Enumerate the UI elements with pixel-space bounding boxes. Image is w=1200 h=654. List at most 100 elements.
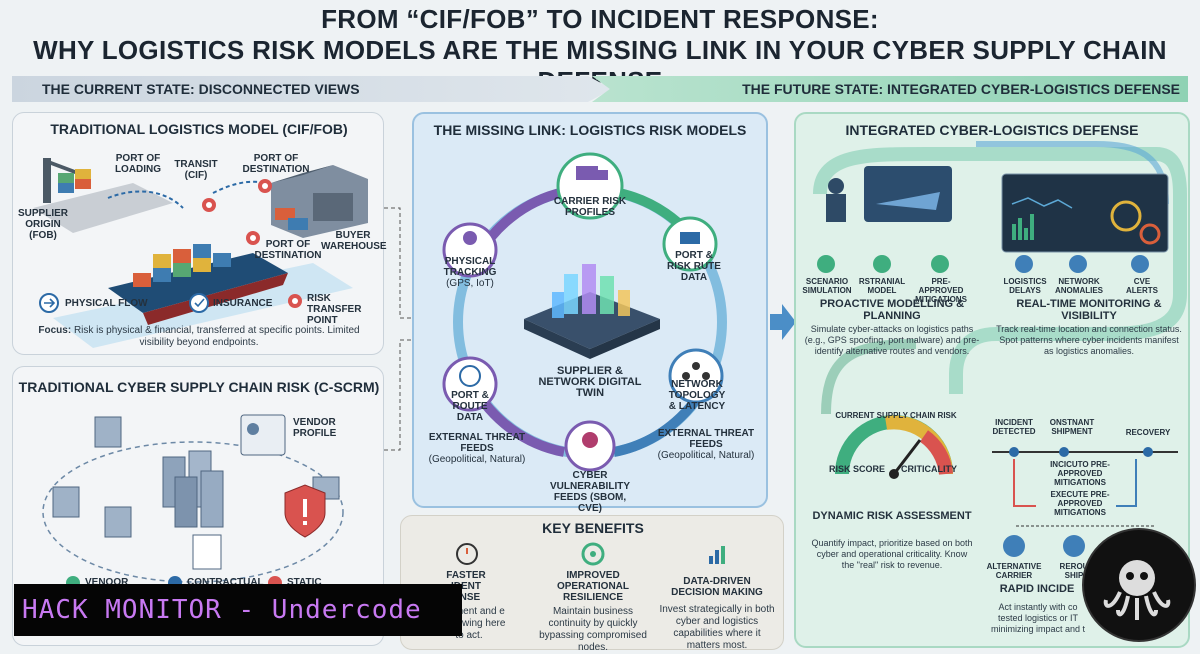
label-threat-left: EXTERNAL THREAT FEEDS(Geopolitical, Natu…	[418, 432, 536, 465]
label-network-topology: NETWORK TOPOLOGY & LATENCY	[668, 379, 726, 412]
logistics-model-heading: TRADITIONAL LOGISTICS MODEL (CIF/FOB)	[50, 121, 348, 137]
current-state-banner: THE CURRENT STATE: DISCONNECTED VIEWS	[12, 76, 612, 102]
integrated-flow	[813, 141, 1187, 557]
containers-origin	[58, 169, 91, 193]
legend-physical-flow: PHYSICAL FLOW	[65, 298, 148, 309]
label-logistics-delays: LOGISTICS DELAYS	[1003, 277, 1047, 295]
label-port-of-loading: PORT OF LOADING	[114, 153, 162, 175]
label-pre-approved: PRE-APPROVED MITIGATIONS	[915, 277, 967, 304]
missing-link-panel: THE MISSING LINK: LOGISTICS RISK MODELS …	[412, 112, 768, 514]
gauge-arc-label: CURRENT SUPPLY CHAIN RISK	[835, 411, 957, 420]
octopus-icon	[1103, 560, 1171, 620]
logistics-focus-note: Focus: Risk is physical & financial, tra…	[31, 325, 367, 349]
hack-monitor-watermark: HACK MONITOR - Undercode	[14, 584, 462, 636]
label-port-route: PORT & ROUTE DATA	[451, 390, 489, 423]
label-digital-twin: SUPPLIER & NETWORK DIGITAL TWIN	[538, 365, 642, 399]
risk-gauge	[835, 415, 953, 479]
key-benefits-heading: KEY BENEFITS	[542, 520, 644, 536]
label-criticality: CRITICALITY	[901, 464, 957, 474]
gear-icon	[581, 542, 605, 566]
label-network-anomalies: NETWORK ANOMALIES	[1055, 277, 1103, 295]
rapid-title: RAPID INCIDE	[999, 583, 1075, 595]
benefit-faster-text: ntainment and e by knowing here to act.	[432, 606, 506, 641]
node-carrier	[556, 152, 624, 220]
label-buyer-warehouse: BUYER WAREHOUSE	[321, 230, 387, 252]
label-physical-tracking: PHYSICAL TRACKING(GPS, IoT)	[440, 256, 500, 289]
label-supplier-origin: SUPPLIER ORIGIN (FOB)	[17, 208, 68, 241]
flow-arrow-icon	[770, 304, 796, 340]
title-line-1: FROM “CIF/FOB” TO INCIDENT RESPONSE:	[321, 4, 879, 34]
dynamic-text: Quantify impact, prioritize based on bot…	[811, 538, 973, 570]
label-vendor-profile: VENDOR PROFILE	[293, 417, 337, 439]
timeline-shipment: ONSTNANT SHIPMENT	[1049, 418, 1095, 436]
label-threat-right: EXTERNAL THREAT FEEDS(Geopolitical, Natu…	[650, 428, 762, 461]
server-cluster-center	[162, 450, 224, 528]
benefit-resilience-title: IMPROVED OPERATIONAL RESILIENCE	[556, 570, 630, 603]
label-alt-carrier: ALTERNATIVE CARRIER	[986, 562, 1042, 580]
threat-right-title: EXTERNAL THREAT FEEDS	[657, 428, 755, 450]
benefit-data-title: DATA-DRIVEN DECISION MAKING	[671, 576, 763, 598]
node-network	[668, 348, 724, 404]
dynamic-title: DYNAMIC RISK ASSESSMENT	[812, 510, 972, 522]
label-contractual: CONTRACTUAL	[187, 577, 264, 588]
benefit-resilience-text: Maintain business continuity by quickly …	[539, 606, 647, 653]
label-static: STATIC	[287, 577, 322, 588]
label-port-destination-mid: PORT OF DESTINATION	[254, 239, 322, 261]
logistics-model-panel: TRADITIONAL LOGISTICS MODEL (CIF/FOB)	[12, 112, 387, 355]
label-rstranial-model: RSTRANIAL MODEL	[858, 277, 906, 295]
digital-twin-city	[552, 264, 630, 318]
risk-pin-2	[258, 179, 272, 193]
node-physical	[442, 222, 498, 278]
risk-pin-1	[202, 198, 216, 212]
benefit-data-text: Invest strategically in both cyber and l…	[659, 604, 775, 651]
page-title: FROM “CIF/FOB” TO INCIDENT RESPONSE: WHY…	[0, 4, 1200, 97]
label-incicuto: INCICUTO PRE-APPROVED MITIGATIONS	[1050, 460, 1110, 487]
planning-text: Simulate cyber-attacks on logistics path…	[804, 324, 980, 356]
response-timeline	[992, 447, 1178, 527]
timeline-incident: INCIDENT DETECTED	[992, 418, 1036, 436]
octopus-logo	[1082, 528, 1196, 642]
label-risk-score: RISK SCORE	[828, 464, 885, 474]
label-transit: TRANSIT (CIF)	[174, 159, 218, 181]
chart-icon	[709, 546, 725, 564]
legend-risk-transfer: RISK TRANSFER POINT	[307, 293, 362, 326]
label-cyber-vuln: CYBER VULNERABILITY FEEDS (SBOM, CVE)	[550, 470, 630, 514]
legend-insurance: INSURANCE	[213, 298, 273, 309]
threat-left-title: EXTERNAL THREAT FEEDS	[428, 432, 526, 454]
rapid-text: Act instantly with co tested logistics o…	[990, 602, 1086, 634]
label-cve-alerts: CVE ALERTS	[1126, 277, 1158, 295]
monitor-title: REAL-TIME MONITORING & VISIBILITY	[1016, 298, 1162, 322]
logistics-illustration	[33, 158, 368, 348]
future-state-banner: THE FUTURE STATE: INTEGRATED CYBER-LOGIS…	[592, 76, 1188, 102]
label-execute: EXECUTE PRE-APPROVED MITIGATIONS	[1050, 490, 1110, 517]
warning-shield	[284, 484, 326, 538]
person-illustration	[826, 178, 846, 222]
risk-pin-3	[246, 231, 260, 245]
missing-link-cycle	[442, 152, 727, 472]
physical-title: PHYSICAL TRACKING	[443, 256, 497, 278]
stopwatch-icon	[456, 543, 478, 565]
threat-right-sub: (Geopolitical, Natural)	[657, 450, 755, 461]
integrated-defense-panel: INTEGRATED CYBER-LOGISTICS DEFENSE	[794, 112, 1190, 648]
monitor-text: Track real-time location and connection …	[996, 324, 1182, 356]
cscrm-heading: TRADITIONAL CYBER SUPPLY CHAIN RISK (C-S…	[18, 379, 380, 395]
label-venoor: VENOOR	[85, 577, 129, 588]
physical-sub: (GPS, IoT)	[446, 278, 494, 289]
integrated-heading: INTEGRATED CYBER-LOGISTICS DEFENSE	[845, 122, 1139, 138]
missing-link-heading: THE MISSING LINK: LOGISTICS RISK MODELS	[433, 122, 747, 138]
label-port-risk-rute: PORT & RISK RUTE DATA	[667, 250, 721, 283]
connector-lines	[384, 207, 412, 451]
timeline-recovery: RECOVERY	[1125, 428, 1171, 437]
label-rerou: REROU SHIP	[1059, 562, 1089, 580]
benefit-icons	[456, 542, 725, 566]
label-carrier-risk: CARRIER RISK PROFILES	[553, 196, 627, 218]
focus-label: Focus:	[38, 325, 72, 336]
planning-title: PROACTIVE MODELLING & PLANNING	[819, 298, 965, 322]
focus-text: Risk is physical & financial, transferre…	[73, 325, 360, 348]
planning-screen	[864, 166, 952, 222]
cscrm-illustration	[42, 414, 344, 590]
threat-left-sub: (Geopolitical, Natural)	[428, 454, 526, 465]
node-port-route	[442, 356, 498, 412]
